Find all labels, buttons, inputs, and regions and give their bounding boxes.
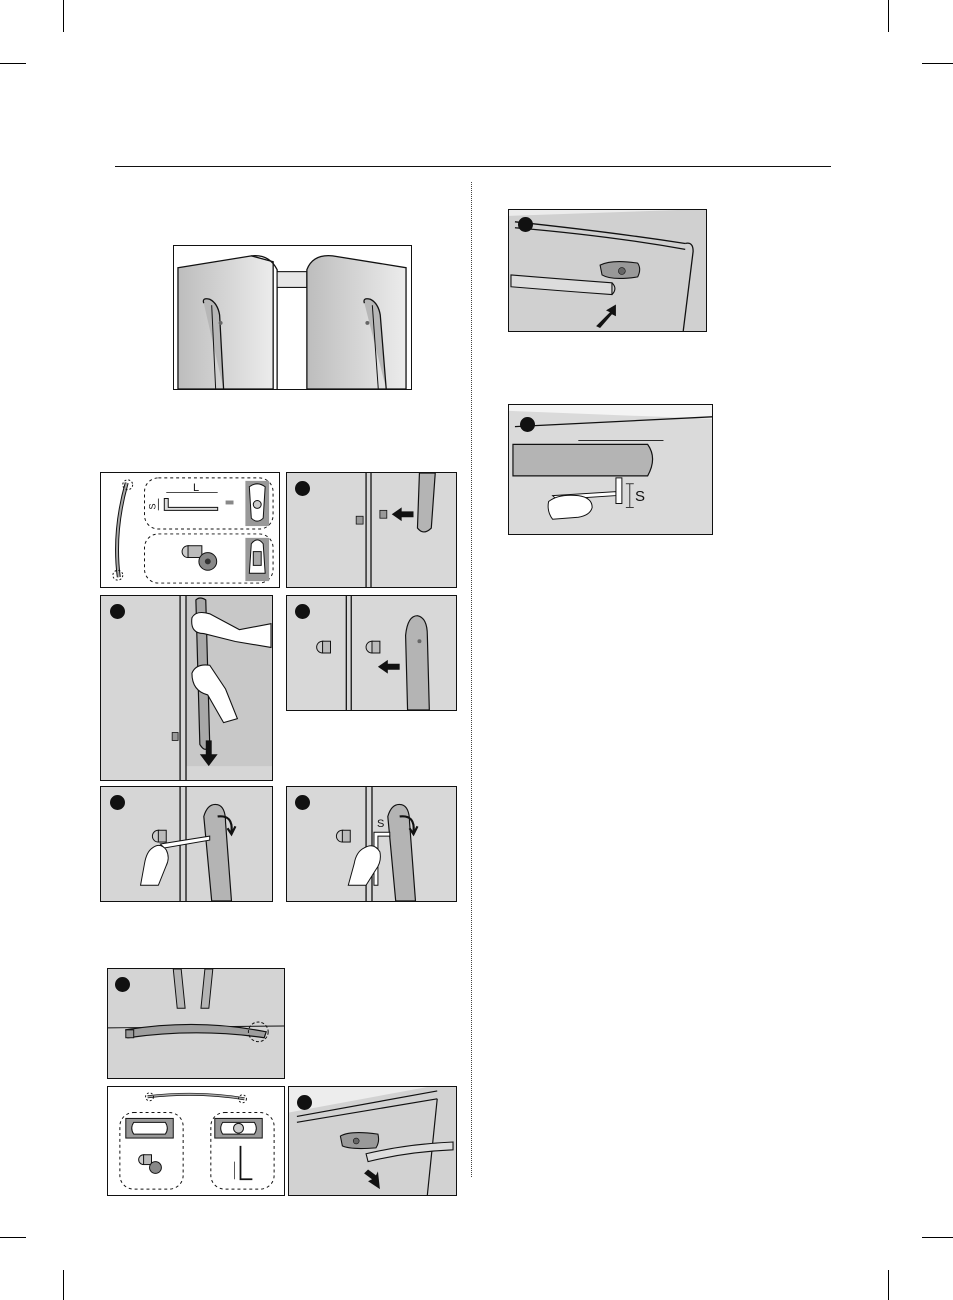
crop-mark-top-left-h bbox=[0, 63, 26, 64]
step-figure-position-screw bbox=[286, 595, 457, 711]
dim-side-label: S bbox=[148, 503, 159, 509]
step-figure-freezer-handle bbox=[107, 968, 285, 1079]
step-figure-tighten-long bbox=[100, 786, 273, 902]
step-badge-icon bbox=[110, 604, 125, 619]
step-figure-tighten-short: S bbox=[286, 786, 457, 902]
overview-doors-figure bbox=[173, 245, 412, 390]
step-figure-mount-handle bbox=[100, 595, 273, 781]
step-badge-icon bbox=[295, 795, 310, 810]
column-divider bbox=[471, 182, 472, 1177]
dim-side-step-label: S bbox=[377, 819, 384, 830]
crop-mark-top-right-h bbox=[922, 63, 953, 64]
step-figure-insert-screw bbox=[286, 472, 457, 588]
crop-mark-bottom-right-h bbox=[922, 1237, 953, 1238]
crop-mark-bottom-left-v bbox=[63, 1270, 64, 1300]
crop-mark-top-left-v bbox=[63, 0, 64, 32]
step-badge-icon bbox=[520, 417, 535, 432]
header-rule bbox=[115, 166, 831, 167]
step-badge-icon bbox=[297, 1095, 312, 1110]
step-figure-tighten-bottom: S bbox=[508, 404, 713, 535]
step-badge-icon bbox=[295, 604, 310, 619]
crop-mark-top-right-v bbox=[888, 0, 889, 32]
step-badge-icon bbox=[110, 795, 125, 810]
dim-side-bottom-label: S bbox=[635, 489, 645, 504]
crop-mark-bottom-right-v bbox=[888, 1270, 889, 1300]
step-badge-icon bbox=[518, 217, 533, 232]
step-figure-freezer-corner bbox=[288, 1086, 457, 1196]
step-figure-fridge-corner bbox=[508, 209, 707, 332]
freezer-parts-figure bbox=[107, 1086, 285, 1196]
step-badge-icon bbox=[295, 481, 310, 496]
parts-figure: L S bbox=[100, 472, 280, 588]
step-badge-icon bbox=[115, 977, 130, 992]
dim-length-label: L bbox=[193, 483, 199, 494]
crop-mark-bottom-left-h bbox=[0, 1237, 26, 1238]
